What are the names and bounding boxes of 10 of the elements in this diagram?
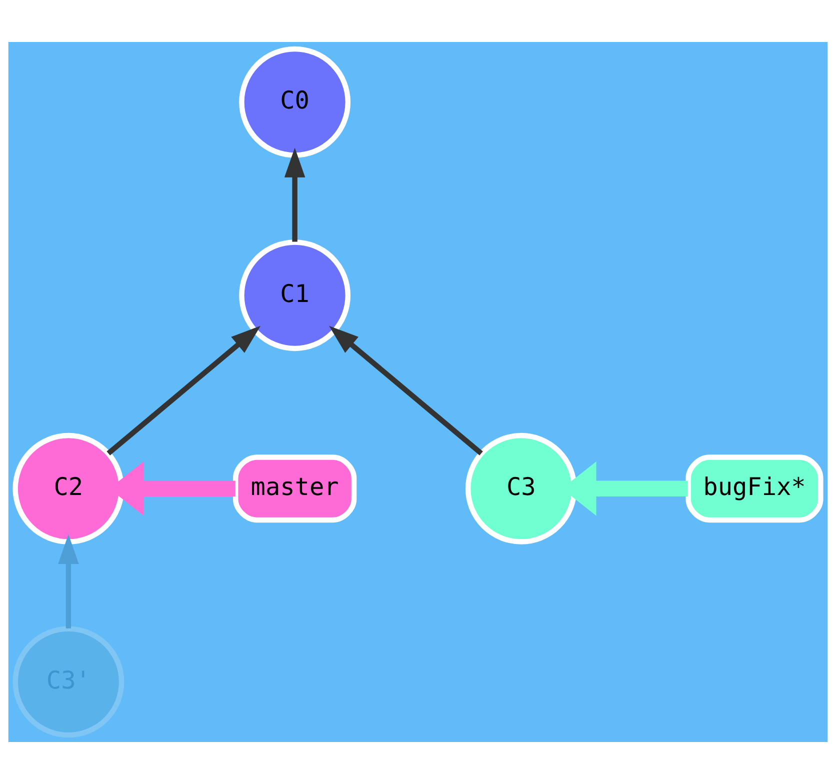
arrow bbox=[58, 534, 79, 628]
node-circle: C2 bbox=[12, 432, 124, 544]
node-circle: C1 bbox=[239, 240, 351, 352]
node-box: bugFix* bbox=[686, 454, 824, 523]
node-circle: C0 bbox=[239, 46, 351, 158]
arrow bbox=[106, 326, 261, 456]
arrow bbox=[329, 326, 483, 456]
node-box: master bbox=[232, 454, 357, 523]
arrow bbox=[284, 148, 306, 242]
node-circle: C3 bbox=[465, 432, 577, 544]
